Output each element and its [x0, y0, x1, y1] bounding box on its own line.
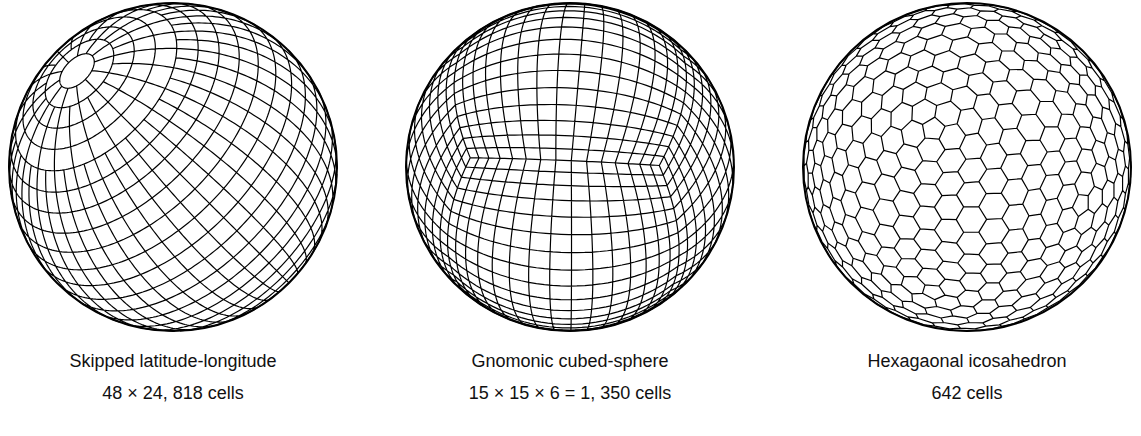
sphere-outline	[9, 3, 337, 331]
caption-count: 15 × 15 × 6 = 1, 350 cells	[469, 382, 672, 404]
caption-title: Hexagaonal icosahedron	[867, 350, 1066, 372]
sphere-outline	[406, 3, 734, 331]
hexagonal-grid	[804, 4, 1131, 331]
latlon-grid	[9, 3, 337, 331]
caption-title: Skipped latitude-longitude	[69, 350, 276, 372]
caption-count: 642 cells	[931, 382, 1002, 404]
cubed-sphere-grid	[406, 3, 734, 331]
caption-count: 48 × 24, 818 cells	[102, 382, 244, 404]
caption-title: Gnomonic cubed-sphere	[471, 350, 668, 372]
sphere-outline	[803, 3, 1131, 331]
